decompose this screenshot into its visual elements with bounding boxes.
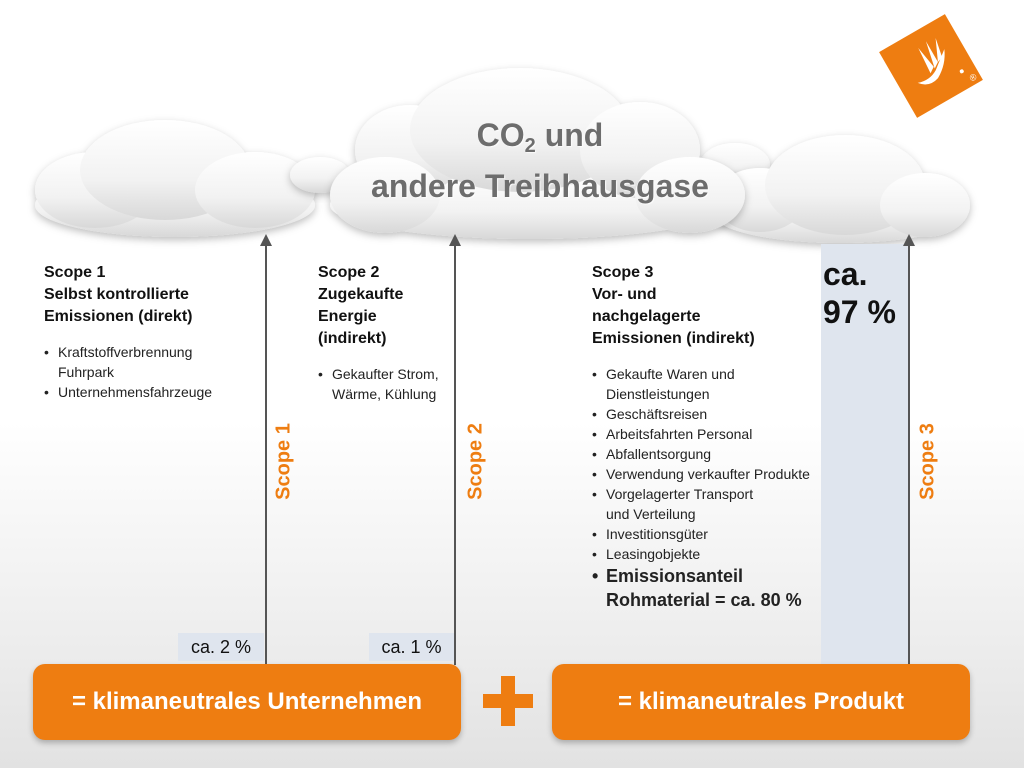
scope1-section: Scope 1 Selbst kontrollierte Emissionen …: [44, 262, 259, 402]
scope2-arrow-label: Scope 2: [464, 423, 487, 500]
scope1-bullets: Kraftstoffverbrennung Fuhrpark Unternehm…: [44, 342, 234, 402]
scope3-percent-line2: 97 %: [823, 294, 896, 330]
scope3-arrow-line: [908, 245, 910, 665]
scope3-section: Scope 3 Vor- und nachgelagerte Emissione…: [592, 262, 842, 612]
scope2-percent: ca. 1 %: [369, 633, 454, 661]
scope2-section: Scope 2 Zugekaufte Energie (indirekt) Ge…: [318, 262, 448, 404]
scope3-arrow-label: Scope 3: [916, 423, 939, 500]
list-item: Vorgelagerter Transport und Verteilung: [592, 484, 776, 524]
scope3-arrow-head: [903, 234, 915, 246]
climate-neutral-company-button[interactable]: = klimaneutrales Unternehmen: [33, 664, 461, 740]
list-item: Gekaufter Strom, Wärme, Kühlung: [318, 364, 443, 404]
scope3-heading: Scope 3 Vor- und nachgelagerte Emissione…: [592, 264, 755, 347]
title-line2: andere Treibhausgase: [371, 168, 709, 204]
cloud-center: [330, 68, 745, 239]
list-item-highlight: Emissionsanteil Rohmaterial = ca. 80 %: [592, 564, 841, 612]
scope2-heading: Scope 2 Zugekaufte Energie (indirekt): [318, 264, 404, 347]
scope1-arrow-head: [260, 234, 272, 246]
scope3-bullets: Gekaufte Waren und Dienstleistungen Gesc…: [592, 364, 842, 612]
title-subscript: 2: [524, 135, 536, 157]
scope3-percent-line1: ca.: [823, 256, 868, 292]
scope2-bullets: Gekaufter Strom, Wärme, Kühlung: [318, 364, 443, 404]
list-item: Investitionsgüter: [592, 524, 842, 544]
climate-neutral-product-button[interactable]: = klimaneutrales Produkt: [552, 664, 970, 740]
list-item: Gekaufte Waren und Dienstleistungen: [592, 364, 766, 404]
list-item: Leasingobjekte: [592, 544, 842, 564]
bird-icon: [917, 37, 964, 85]
list-item: Kraftstoffverbrennung Fuhrpark: [44, 342, 234, 382]
plus-icon: [483, 676, 533, 726]
scope1-arrow-label: Scope 1: [272, 423, 295, 500]
cloud-left: [35, 120, 315, 237]
title-und: und: [535, 117, 604, 153]
scope1-percent: ca. 2 %: [178, 633, 264, 661]
title-co: CO: [476, 117, 525, 153]
list-item: Geschäftsreisen: [592, 404, 842, 424]
list-item: Arbeitsfahrten Personal: [592, 424, 842, 444]
scope3-percent: ca. 97 %: [823, 255, 896, 331]
scope1-heading: Scope 1 Selbst kontrollierte Emissionen …: [44, 264, 193, 325]
scope2-arrow-line: [454, 245, 456, 665]
scope2-arrow-head: [449, 234, 461, 246]
cloud-right: [715, 135, 970, 243]
list-item: Verwendung verkaufter Produkte: [592, 464, 842, 484]
list-item: Abfallentsorgung: [592, 444, 842, 464]
list-item: Unternehmensfahrzeuge: [44, 382, 234, 402]
company-logo: ®: [879, 14, 983, 118]
clouds: [35, 68, 970, 243]
scope1-arrow-line: [265, 245, 267, 665]
page-title: CO2 und andere Treibhausgase: [330, 115, 750, 206]
